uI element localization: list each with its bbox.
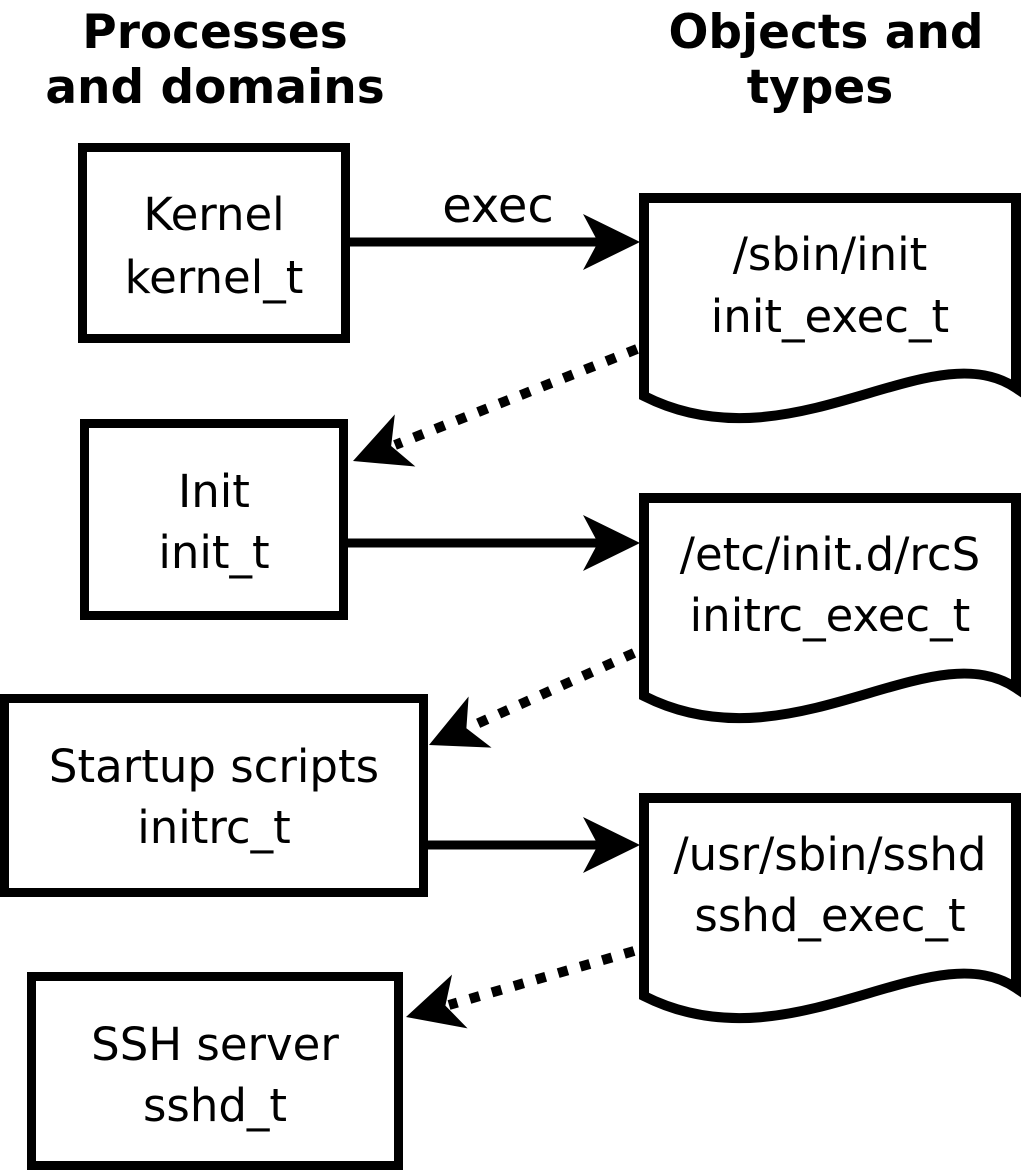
process-node-ssh-name: SSH server [91, 1018, 339, 1071]
transition-arrow-to-initrc [467, 648, 637, 732]
transition-arrow-to-sshd [447, 946, 636, 1010]
process-node-startup-scripts [0, 694, 428, 897]
object-node-etc-initd-rcs [639, 493, 1021, 724]
exec-arrowhead-3 [583, 817, 640, 873]
process-node-init [80, 419, 348, 620]
process-node-init-domain: init_t [158, 526, 269, 579]
column-header-objects-line1: Objects and [668, 5, 983, 60]
object-node-usr-sbin-sshd [639, 793, 1021, 1024]
process-node-startup-domain: initrc_t [137, 801, 291, 854]
process-node-startup-name: Startup scripts [49, 740, 379, 793]
process-node-kernel-name: Kernel [143, 188, 284, 241]
object-node-sshd-path: /usr/sbin/sshd [674, 828, 987, 881]
object-node-sbin-init-path: /sbin/init [733, 228, 928, 281]
transition-arrowhead-1 [353, 414, 416, 467]
exec-arrowhead-1 [583, 214, 640, 270]
object-node-sbin-init [639, 193, 1021, 424]
process-node-kernel [78, 143, 350, 343]
transition-arrow-to-init [393, 344, 639, 450]
process-node-kernel-domain: kernel_t [125, 251, 304, 304]
object-node-rcs-path: /etc/init.d/rcS [680, 528, 980, 581]
process-node-ssh-domain: sshd_t [143, 1079, 287, 1132]
column-header-processes-line2: and domains [45, 60, 384, 115]
column-header-processes-line1: Processes [82, 5, 347, 60]
exec-arrowhead-2 [583, 515, 640, 571]
process-node-init-name: Init [178, 465, 250, 518]
column-header-objects-line2: types [747, 60, 894, 115]
transition-arrowhead-3 [406, 974, 468, 1029]
object-node-rcs-type: initrc_exec_t [690, 589, 971, 642]
process-node-ssh-server [27, 972, 403, 1170]
object-node-sshd-type: sshd_exec_t [694, 889, 965, 942]
transition-arrowhead-2 [429, 696, 492, 748]
exec-edge-label: exec [442, 178, 554, 234]
object-node-sbin-init-type: init_exec_t [711, 290, 949, 343]
